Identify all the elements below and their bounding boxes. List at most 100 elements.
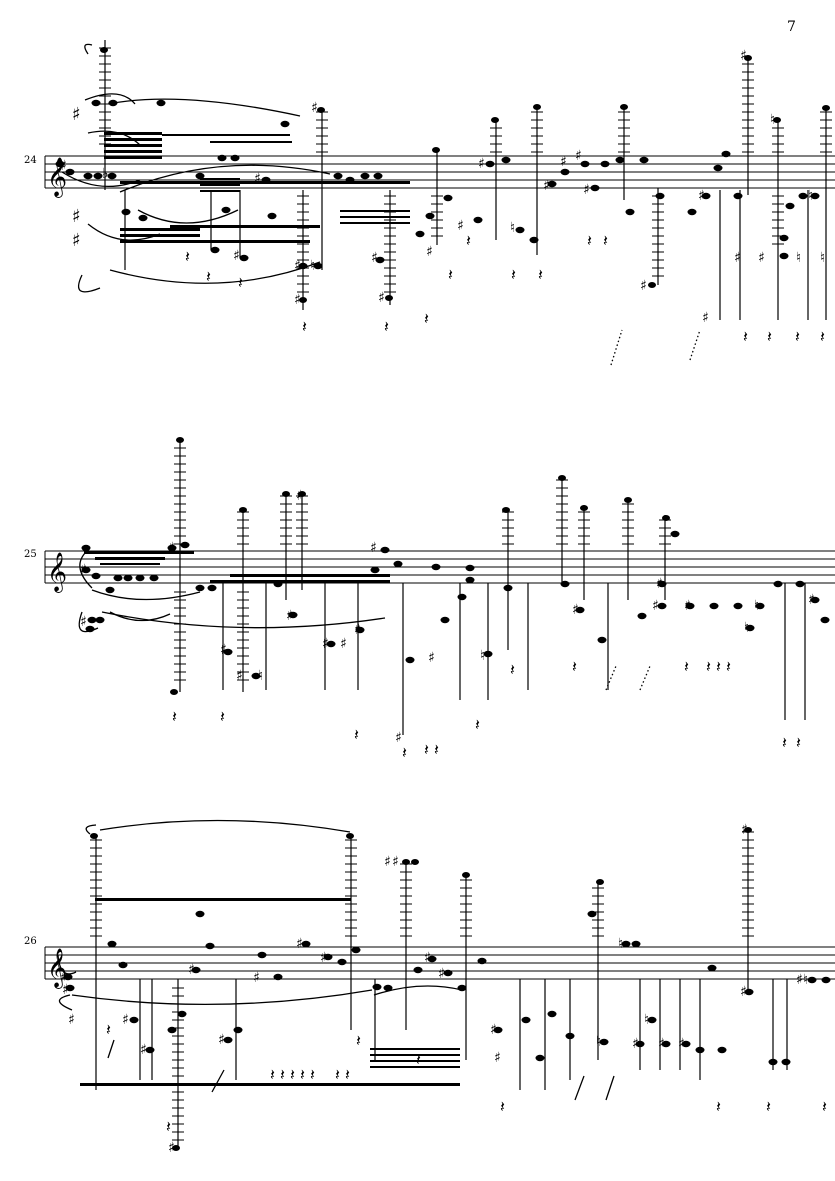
sharp-icon: ♯ — [354, 622, 361, 638]
rest-icon: 𝄽 — [572, 657, 577, 676]
arpeggio-marks — [107, 329, 701, 1101]
beams — [80, 898, 460, 1086]
rest-icon: 𝄽 — [310, 1065, 315, 1084]
sharp-icon: ♯ — [424, 950, 431, 966]
slurs — [61, 43, 331, 293]
rest-icon: 𝄽 — [384, 317, 389, 336]
sharp-icon: ♯ — [60, 970, 67, 986]
sharp-icon: ♯ — [320, 950, 327, 966]
rest-icon: 𝄽 — [684, 657, 689, 676]
sharp-icon: ♯ — [583, 182, 590, 198]
rest-icon: 𝄽 — [466, 231, 471, 250]
natural-icon: ♮ — [808, 188, 813, 204]
sharp-icon: ♯ — [140, 1042, 147, 1058]
noteheads — [55, 99, 820, 270]
staff-lines — [44, 946, 835, 980]
measure-number: 26 — [24, 936, 37, 947]
natural-icon: ♮ — [310, 258, 315, 274]
sharp-icon: ♯ — [168, 1140, 175, 1156]
rest-icon: 𝄽 — [726, 657, 731, 676]
natural-icon: ♮ — [803, 972, 808, 988]
natural-icon: ♮ — [258, 668, 263, 684]
sharp-icon: ♯ — [236, 668, 243, 684]
natural-icon: ♮ — [820, 250, 825, 266]
rest-icon: 𝄽 — [172, 707, 177, 726]
rest-icon: 𝄽 — [766, 1097, 771, 1116]
sharp-icon: ♯ — [392, 854, 399, 870]
rest-icon: 𝄽 — [782, 733, 787, 752]
sharp-icon: ♯ — [294, 292, 301, 308]
sharp-icon: ♯ — [428, 650, 435, 666]
rest-icon: 𝄽 — [220, 707, 225, 726]
natural-icon: ♮ — [618, 936, 623, 952]
rests: 𝄽 𝄽 𝄽 𝄽 𝄽 𝄽 𝄽 𝄽 𝄽 𝄽 𝄽 𝄽 𝄽 𝄽 𝄽 — [172, 657, 801, 762]
natural-icon: ♮ — [644, 1012, 649, 1028]
natural-icon: ♮ — [796, 250, 801, 266]
sharp-icon: ♯ — [652, 598, 659, 614]
sharp-icon: ♯ — [457, 218, 464, 234]
ledger-columns — [90, 827, 788, 1151]
rest-icon: 𝄽 — [290, 1065, 295, 1084]
sharp-icon: ♯ — [371, 250, 378, 266]
treble-clef-icon: 𝄞 — [47, 948, 67, 989]
slurs — [57, 819, 463, 1011]
sharp-icon: ♯ — [122, 1012, 129, 1028]
sharp-icon: ♯ — [296, 488, 303, 504]
sharp-icon: ♯ — [80, 562, 87, 578]
sharp-icon: ♯ — [296, 936, 303, 952]
rest-icon: 𝄽 — [796, 733, 801, 752]
sharp-icon: ♯ — [72, 230, 81, 251]
sharp-icon: ♯ — [575, 148, 582, 164]
rest-icon: 𝄽 — [475, 715, 480, 734]
treble-clef-icon: 𝄞 — [47, 157, 67, 198]
rest-icon: 𝄽 — [270, 1065, 275, 1084]
rest-icon: 𝄽 — [587, 231, 592, 250]
rest-icon: 𝄽 — [822, 1097, 827, 1116]
sharp-icon: ♯ — [438, 966, 445, 982]
sharp-icon: ♯ — [188, 962, 195, 978]
accidentals: ♯ ♯ ♯ ♯ ♯ ♮ ♯ ♯ ♯ ♯ ♯ ♯ ♯ ♯ ♮ ♯ ♯ ♯ ♯ ♮ … — [80, 488, 815, 746]
accidentals: ♯ ♯ ♯ ♯ ♭ ♯ ♯ ♯ ♯ ♮ ♯ ♯ ♯ ♯ ♯ ♯ ♮ ♯ ♯ ♯ … — [60, 48, 825, 326]
noteheads — [81, 530, 830, 680]
rest-icon: 𝄽 — [603, 231, 608, 250]
rest-icon: 𝄽 — [416, 1050, 421, 1069]
rest-icon: 𝄽 — [510, 660, 515, 679]
sharp-icon: ♯ — [632, 1036, 639, 1052]
rest-icon: 𝄽 — [716, 657, 721, 676]
rest-icon: 𝄽 — [166, 1117, 171, 1136]
sharp-icon: ♯ — [478, 156, 485, 172]
natural-icon: ♮ — [510, 220, 515, 236]
rest-icon: 𝄽 — [500, 1097, 505, 1116]
sharp-icon: ♯ — [168, 540, 175, 556]
natural-icon: ♮ — [770, 112, 775, 128]
sharp-icon: ♯ — [490, 1022, 497, 1038]
rest-icon: 𝄽 — [743, 327, 748, 346]
rests: 𝄽 𝄽 𝄽 𝄽 𝄽 𝄽 𝄽 𝄽 𝄽 𝄽 𝄽 𝄽 𝄽 𝄽 𝄽 𝄽 — [185, 231, 825, 346]
rests: 𝄽 𝄽 𝄽 𝄽 𝄽 𝄽 𝄽 𝄽 𝄽 𝄽 𝄽 𝄽 𝄽 𝄽 𝄽 — [106, 1020, 827, 1136]
sharp-icon: ♯ — [370, 540, 377, 556]
rest-icon: 𝄽 — [185, 247, 190, 266]
sharp-icon: ♯ — [286, 608, 293, 624]
rest-icon: 𝄽 — [716, 1097, 721, 1116]
sharp-icon: ♯ — [796, 972, 803, 988]
sharp-icon: ♯ — [322, 636, 329, 652]
sharp-icon: ♯ — [734, 250, 741, 266]
page-number: 7 — [787, 19, 796, 35]
accidentals: ♯ ♯ ♯ ♯ ♯ ♯ ♯ ♯ ♯ ♯ ♯ ♯ ♯ ♯ ♯ ♯ ♮ ♮ ♯ ♯ … — [60, 822, 808, 1156]
sharp-icon: ♯ — [68, 1012, 75, 1028]
treble-clef-icon: 𝄞 — [47, 552, 67, 593]
sharp-icon: ♯ — [698, 188, 705, 204]
flat-icon: ♭ — [102, 166, 109, 182]
rest-icon: 𝄽 — [511, 265, 516, 284]
sharp-icon: ♯ — [254, 171, 261, 187]
system-1: 24 𝄞 — [24, 40, 835, 346]
natural-icon: ♮ — [744, 620, 749, 636]
rest-icon: 𝄽 — [402, 743, 407, 762]
rest-icon: 𝄽 — [424, 740, 429, 759]
rest-icon: 𝄽 — [302, 317, 307, 336]
sharp-icon: ♯ — [378, 290, 385, 306]
rest-icon: 𝄽 — [356, 1031, 361, 1050]
sharp-icon: ♯ — [758, 250, 765, 266]
measure-number: 24 — [24, 155, 37, 166]
